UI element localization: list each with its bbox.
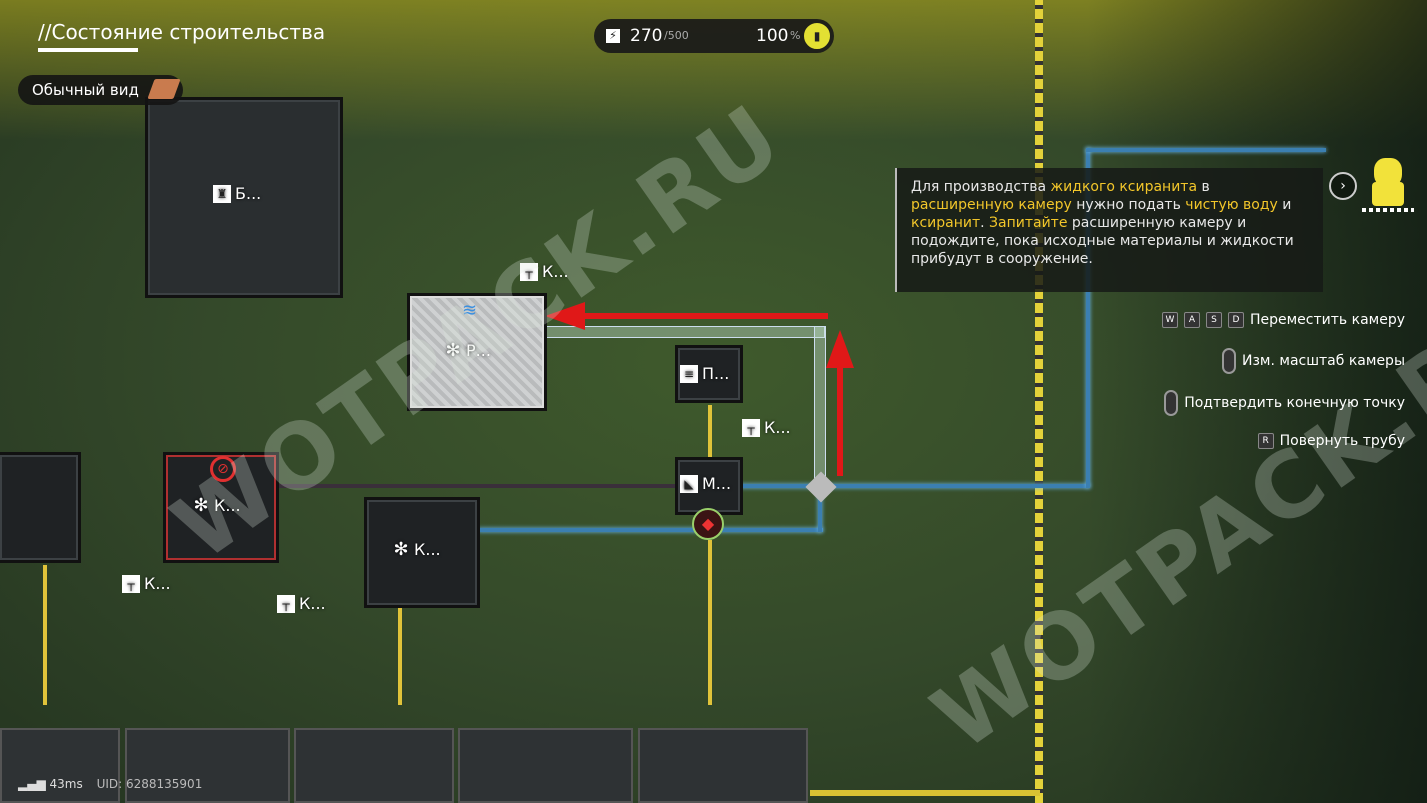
hint-tooltip: Для производства жидкого ксиранита в рас… [895,168,1323,292]
arrow-left-head [545,302,585,330]
relay-label[interactable]: ┬К... [520,262,569,281]
uid: UID: 6288135901 [96,777,203,791]
next-hint-button[interactable]: › [1329,172,1357,200]
building-left-edge[interactable] [0,455,78,560]
key-s: S [1205,312,1222,328]
relay-label[interactable]: ┬К... [742,418,791,437]
pylon-icon: ┬ [122,574,140,593]
building-k-left-label: ✻К... [193,494,241,516]
battery-icon[interactable]: ▮ [804,23,830,49]
power-line [398,605,402,705]
key-r: R [1257,433,1274,449]
control-move: W A S D Переместить камеру [1161,312,1405,328]
storage-block [294,728,454,803]
pipe [1086,148,1326,152]
storage-block [458,728,633,803]
building-p-ghost[interactable] [410,296,544,408]
power-line [708,405,712,460]
zone-border [1035,0,1043,803]
arrow-up-head [826,330,854,368]
hint-highlight: расширенную камеру [911,197,1072,213]
power-max: /500 [664,29,689,42]
pipe-preview[interactable] [545,326,825,338]
storage-block [0,728,120,803]
status-bar: ▂▄▆ 43ms UID: 6288135901 [18,777,202,791]
hint-text: расширенную камеру и подождите, пока исх… [911,215,1294,267]
building-p-label: ✻Р... [445,339,491,361]
hint-text: в [1197,179,1210,195]
hint-highlight: Запитайте [989,215,1068,231]
power-panel: ⚡ 270 /500 100 % ▮ [594,19,834,53]
guide-avatar [1362,152,1414,214]
key-a: A [1183,312,1200,328]
building-m-label: ◣М... [680,474,731,493]
bolt-icon: ⚡ [606,29,620,43]
control-confirm: Подтвердить конечную точку [1164,390,1405,416]
pipe [818,488,822,532]
pipe [740,484,1090,488]
pylon-icon: ┬ [742,418,760,437]
view-mode-button[interactable]: Обычный вид [18,75,183,105]
relay-label[interactable]: ┬К... [122,574,171,593]
pipe [1086,148,1090,488]
power-line [708,540,712,705]
storage-block [125,728,290,803]
power-efficiency: 100 [756,26,789,46]
key-d: D [1227,312,1244,328]
building-b[interactable] [148,100,340,295]
building-k-center[interactable] [367,500,477,605]
hint-highlight: жидкого ксиранита [1050,179,1198,195]
power-line [43,565,47,705]
pipe-dark [278,484,818,488]
storage-icon: ≡ [680,364,698,383]
pylon-icon: ┬ [277,594,295,613]
no-power-icon: ⊘ [210,456,236,482]
fan-icon: ✻ [393,538,409,560]
fan-icon: ✻ [193,494,209,516]
pipe [478,528,823,532]
page-title: //Состояние строительства [38,20,326,44]
signal-icon: ▂▄▆ [18,777,46,791]
hint-text: и [1277,197,1292,213]
fan-icon: ✻ [445,339,461,361]
mouse-left-icon [1164,390,1179,416]
control-zoom: Изм. масштаб камеры [1222,348,1405,374]
book-icon [147,79,181,99]
key-w: W [1161,312,1178,328]
tower-icon: ♜ [213,184,231,203]
building-k-center-label: ✻К... [393,538,441,560]
drill-icon: ◣ [680,474,698,493]
hint-highlight: ксиранит [911,215,981,231]
zone-border-bottom [810,790,1040,796]
hint-highlight: чистую воду [1185,197,1278,213]
hint-text: Для производства [911,179,1051,195]
forest-edge [1087,0,1427,803]
building-pr-label: ≡П... [680,364,729,383]
title-underline [38,48,138,52]
ping: 43ms [49,777,83,791]
building-b-label: ♜Б... [213,184,261,203]
mouse-wheel-icon [1222,348,1236,374]
hint-text: нужно подать [1071,197,1186,213]
hint-text: . [980,215,990,231]
pylon-icon: ┬ [520,262,538,281]
relay-label[interactable]: ┬К... [277,594,326,613]
ore-icon: ◆ [692,508,724,540]
power-current: 270 [630,26,663,46]
water-icon: ≋ [462,300,478,321]
storage-block [638,728,808,803]
